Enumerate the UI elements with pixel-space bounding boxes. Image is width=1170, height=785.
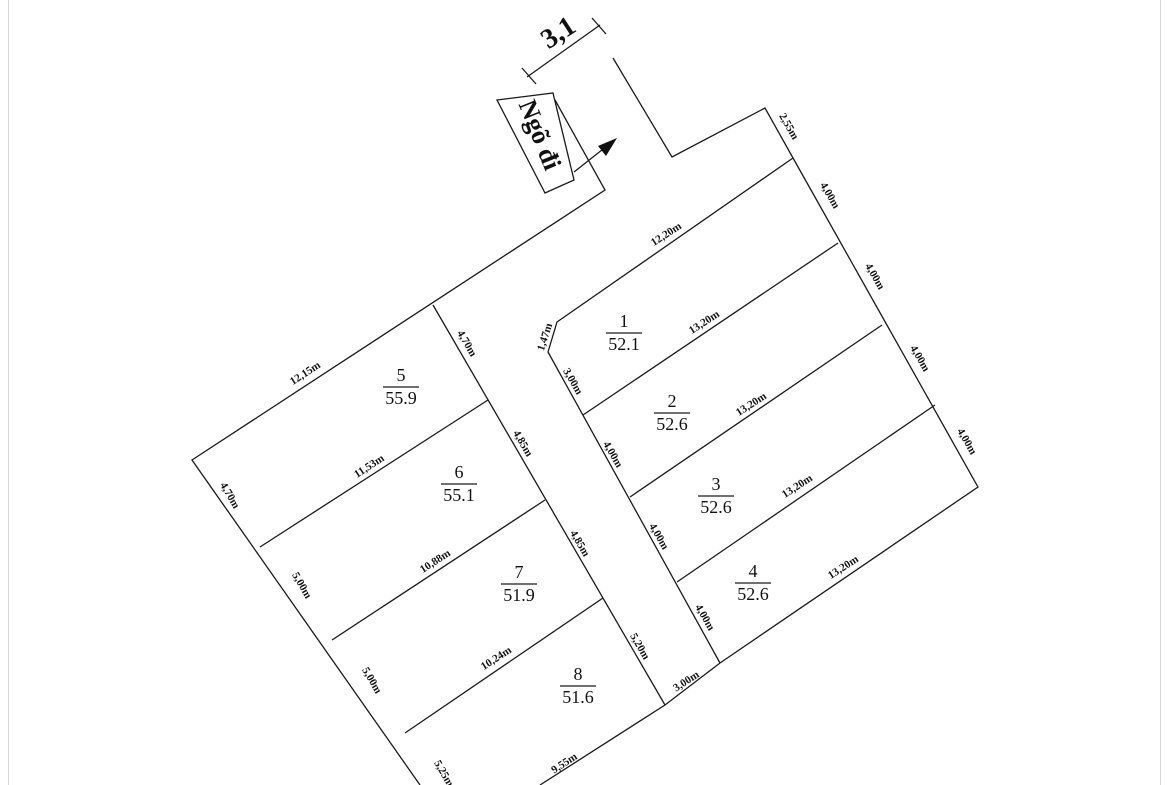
lot-2[interactable]: 2 52.6 — [654, 391, 690, 434]
divider-5-6 — [259, 399, 489, 548]
lot-area: 55.1 — [443, 485, 475, 505]
lot-number: 4 — [749, 561, 758, 581]
dim-label: 5,00m — [289, 570, 314, 601]
dim-label: 3,00m — [671, 669, 701, 695]
divider-3-4 — [676, 404, 936, 583]
dim-label: 2,55m — [776, 111, 801, 142]
lot-8[interactable]: 8 51.6 — [560, 664, 596, 707]
dim-label: 4,00m — [692, 602, 717, 633]
dim-label: 4,00m — [817, 180, 842, 211]
lot-number: 7 — [515, 562, 524, 582]
dim-label: 13,20m — [826, 553, 861, 582]
lot-area: 55.9 — [385, 388, 417, 408]
plot-lines — [191, 17, 979, 785]
dimension-tick — [591, 17, 607, 35]
right-border — [1160, 0, 1161, 785]
dimension-tick — [521, 67, 537, 85]
lot-number: 6 — [455, 462, 464, 482]
left-border — [8, 0, 9, 785]
lot-4[interactable]: 4 52.6 — [735, 561, 771, 604]
dim-label: 4,00m — [907, 343, 932, 374]
dim-label: 10,24m — [479, 644, 514, 673]
left-block-front — [432, 304, 666, 706]
dim-label: 9,55m — [549, 751, 579, 777]
lot-number: 2 — [668, 391, 677, 411]
alley-label-box — [495, 92, 575, 194]
alley-bottom — [664, 662, 721, 706]
lot8-bottom — [539, 704, 666, 785]
lot1-top-boundary — [547, 157, 794, 664]
lot-area: 51.9 — [503, 585, 535, 605]
lot-5[interactable]: 5 55.9 — [383, 365, 419, 408]
lot-3[interactable]: 3 52.6 — [698, 474, 734, 517]
lot-number: 1 — [620, 311, 629, 331]
lot-1[interactable]: 1 52.1 — [606, 311, 642, 354]
arrowhead-icon — [598, 138, 617, 156]
lot-area: 52.1 — [608, 334, 640, 354]
alley-right-edge — [612, 57, 979, 664]
lot-number: 5 — [397, 365, 406, 385]
alley-left-edge — [191, 99, 606, 785]
lot-area: 51.6 — [562, 687, 594, 707]
dim-label: 12,15m — [288, 359, 323, 388]
divider-6-7 — [331, 499, 546, 641]
lot-area: 52.6 — [737, 584, 769, 604]
divider-7-8 — [404, 597, 604, 734]
lot-area: 52.6 — [656, 414, 688, 434]
divider-1-2 — [582, 242, 839, 416]
dim-label: 12,20m — [649, 220, 684, 249]
dim-label: 4,70m — [217, 480, 242, 511]
lot-number: 8 — [574, 664, 583, 684]
lot-number: 3 — [712, 474, 721, 494]
lot-6[interactable]: 6 55.1 — [441, 462, 477, 505]
dimension-line — [526, 24, 601, 78]
lot-area: 52.6 — [700, 497, 732, 517]
dim-label: 5,00m — [359, 665, 384, 696]
dim-label: 5,25m — [431, 758, 456, 785]
dim-label: 4,70m — [454, 328, 479, 359]
lot-7[interactable]: 7 51.9 — [501, 562, 537, 605]
divider-2-3 — [629, 324, 883, 498]
dim-label: 13,20m — [780, 472, 815, 501]
alley-width-label: 3,1 — [535, 10, 581, 55]
dimension-labels: 2,55m 4,00m 4,00m 4,00m 4,00m 12,20m 13,… — [217, 111, 979, 785]
